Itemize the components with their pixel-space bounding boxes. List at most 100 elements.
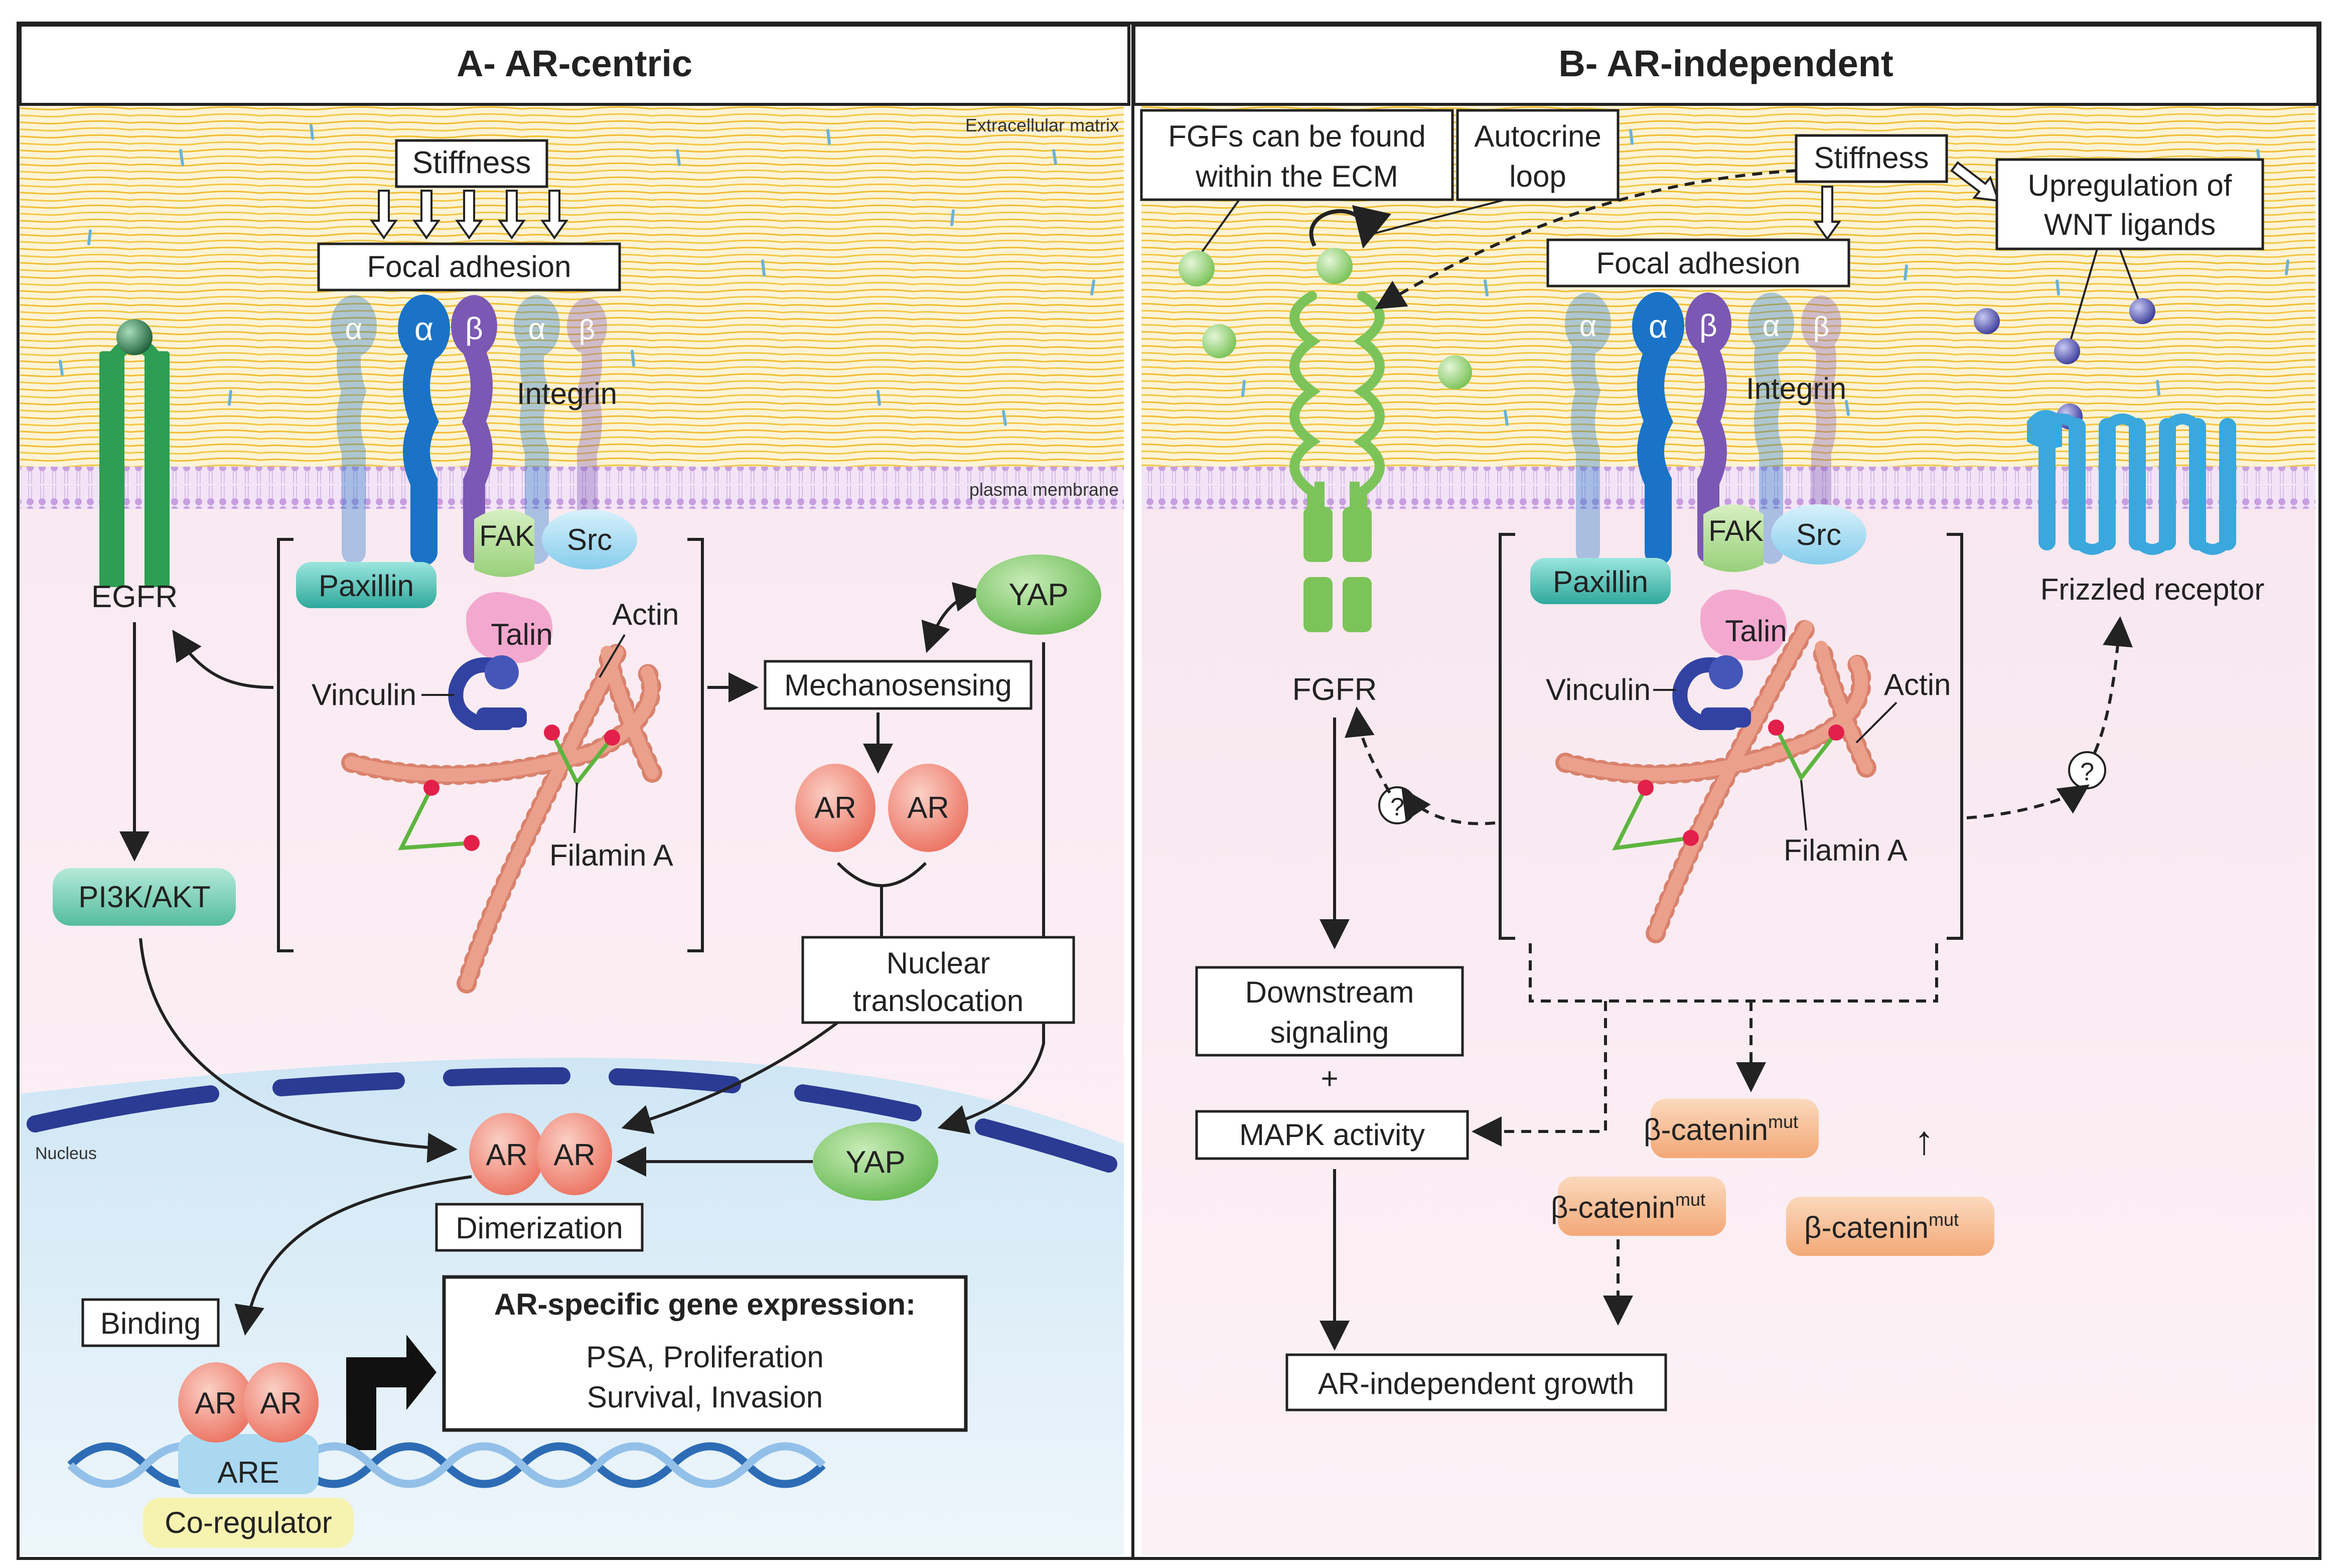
beta-catenin-1: β-cateninmut <box>1644 1099 1819 1158</box>
frizzled-label: Frizzled receptor <box>2040 573 2265 606</box>
ecm-label: Extracellular matrix <box>965 115 1119 135</box>
beta-catenin-2: β-cateninmut <box>1551 1177 1726 1236</box>
yap-top-label: YAP <box>1008 578 1068 612</box>
focal-adhesion-b: Focal adhesion <box>1546 238 1850 288</box>
fgf-ligands <box>1179 248 1472 389</box>
pi3k-akt: PI3K/AKT <box>53 868 236 926</box>
stiffness-b: Stiffness <box>1795 134 2000 241</box>
focal-adhesion-a-label: Focal adhesion <box>367 250 571 283</box>
stiffness-to-fgfr-arrow <box>1374 169 1797 310</box>
beta-catenin-3-label: β-catenin <box>1804 1211 1929 1244</box>
downstream-line2: signaling <box>1270 1016 1389 1049</box>
gene-expression: AR-specific gene expression: PSA, Prolif… <box>442 1275 968 1432</box>
dimerization-label: Dimerization <box>456 1211 623 1245</box>
autocrine-loop-arrow <box>1309 205 1391 249</box>
ar-nuc-2: AR <box>553 1138 595 1172</box>
yap-nucleus-label: YAP <box>845 1145 905 1180</box>
mapk-activity: MAPK activity <box>1195 1110 1469 1160</box>
ar-independent-growth-label: AR-independent growth <box>1318 1367 1634 1400</box>
mechanosensing-label: Mechanosensing <box>784 668 1012 702</box>
filamin-b-label: Filamin A <box>1784 833 1908 867</box>
stiffness-a-label: Stiffness <box>412 146 531 180</box>
talin-a <box>466 592 553 663</box>
ar-cyto-2: AR <box>907 791 949 824</box>
talin-vinculin-b: Talin Vinculin Actin Filamin A <box>1546 590 1951 867</box>
frizzled: Frizzled receptor <box>2027 410 2264 606</box>
mechanosensing: Mechanosensing <box>764 660 1033 710</box>
egf-ligand <box>116 319 153 355</box>
svg-text:β-cateninmut: β-cateninmut <box>1644 1111 1798 1147</box>
fak-a-label: FAK <box>479 520 534 552</box>
question-right: ? <box>2080 758 2094 786</box>
src-a-label: Src <box>567 523 612 556</box>
fgfr-tm <box>1303 482 1372 632</box>
dashed-arrows-b <box>1344 616 2133 1326</box>
mapk-label: MAPK activity <box>1239 1118 1425 1152</box>
fgfr <box>1289 291 1385 527</box>
autocrine-line1: Autocrine <box>1474 119 1601 153</box>
fgfs-line1: FGFs can be found <box>1168 119 1426 153</box>
ar-independent-growth: AR-independent growth <box>1285 1353 1667 1411</box>
focal-adhesion-b-label: Focal adhesion <box>1596 246 1801 280</box>
ar-cytoplasm: AR AR <box>795 764 968 938</box>
filamin-a-dots <box>423 725 620 851</box>
wnt-line1: Upregulation of <box>2028 169 2232 202</box>
ar-bound-2: AR <box>260 1386 302 1420</box>
alpha-ghost-a: α <box>345 312 363 346</box>
talin-a-label: Talin <box>491 618 552 651</box>
integrin-b: α β α α β Integrin <box>1565 292 1846 565</box>
question-left: ? <box>1390 793 1404 821</box>
upregulation-arrow: ↑ <box>1914 1118 1934 1163</box>
alpha-main-a: α <box>414 310 433 347</box>
beta-catenin-2-mut: mut <box>1675 1189 1705 1210</box>
vinculin-a-label: Vinculin <box>312 678 416 711</box>
gene-expr-title: AR-specific gene expression: <box>494 1288 916 1321</box>
fak-a <box>474 509 534 577</box>
alpha-main-b: α <box>1649 308 1668 345</box>
are-label: ARE <box>217 1456 279 1489</box>
nuc-trans-line2: translocation <box>853 984 1024 1018</box>
egfr: EGFR <box>91 319 178 614</box>
bracket-b <box>1499 533 1963 940</box>
integrin-b-label: Integrin <box>1746 372 1846 405</box>
ar-dimer-nucleus: AR AR Dimerization <box>435 1113 644 1252</box>
vinculin-b-label: Vinculin <box>1546 673 1651 706</box>
wnt-line2: WNT ligands <box>2044 208 2216 241</box>
downstream-line1: Downstream <box>1245 975 1414 1009</box>
fgfr-label: FGFR <box>1292 672 1377 707</box>
ar-cyto-1: AR <box>814 791 856 824</box>
adhesion-proteins-a: Paxillin FAK Src <box>296 509 637 608</box>
alpha-ghost-b: α <box>1579 309 1597 343</box>
stiffness-a-arrows <box>370 190 568 240</box>
yap-top: YAP <box>976 554 1101 635</box>
svg-text:β-cateninmut: β-cateninmut <box>1804 1209 1959 1244</box>
beta-catenin-3-mut: mut <box>1929 1209 1959 1230</box>
integrin-a: α β α α β Integrin <box>331 295 617 565</box>
stiffness-a: Stiffness <box>370 139 568 240</box>
coregulator-label: Co-regulator <box>165 1506 332 1539</box>
beta-catenin-1-label: β-catenin <box>1644 1113 1768 1147</box>
plus-sign: + <box>1321 1062 1338 1095</box>
panel-b-title: B- AR-independent <box>1558 43 1893 84</box>
alpha-ghost2-b: α <box>1763 309 1780 343</box>
src-b-label: Src <box>1796 518 1841 551</box>
ar-nuc-1: AR <box>486 1138 527 1172</box>
paxillin-a-label: Paxillin <box>319 569 414 603</box>
paxillin-a <box>296 562 436 608</box>
binding: Binding <box>81 1298 220 1347</box>
integrin-a-label: Integrin <box>517 377 617 410</box>
beta-catenin-1-mut: mut <box>1768 1111 1798 1132</box>
downstream-signaling: Downstream signaling + <box>1195 966 1464 1095</box>
fak-b-label: FAK <box>1708 515 1764 547</box>
src-a <box>542 509 637 569</box>
gene-expr-line1: PSA, Proliferation <box>586 1340 824 1374</box>
autocrine-line2: loop <box>1509 160 1566 193</box>
nucleus-label: Nucleus <box>35 1144 97 1163</box>
fgfs-box: FGFs can be found within the ECM <box>1140 109 1454 257</box>
stiffness-b-label: Stiffness <box>1814 141 1929 175</box>
beta-main-b: β <box>1699 309 1717 343</box>
actin-a-label: Actin <box>612 598 679 631</box>
talin-b-label: Talin <box>1725 614 1787 648</box>
beta-main-a: β <box>465 312 483 346</box>
